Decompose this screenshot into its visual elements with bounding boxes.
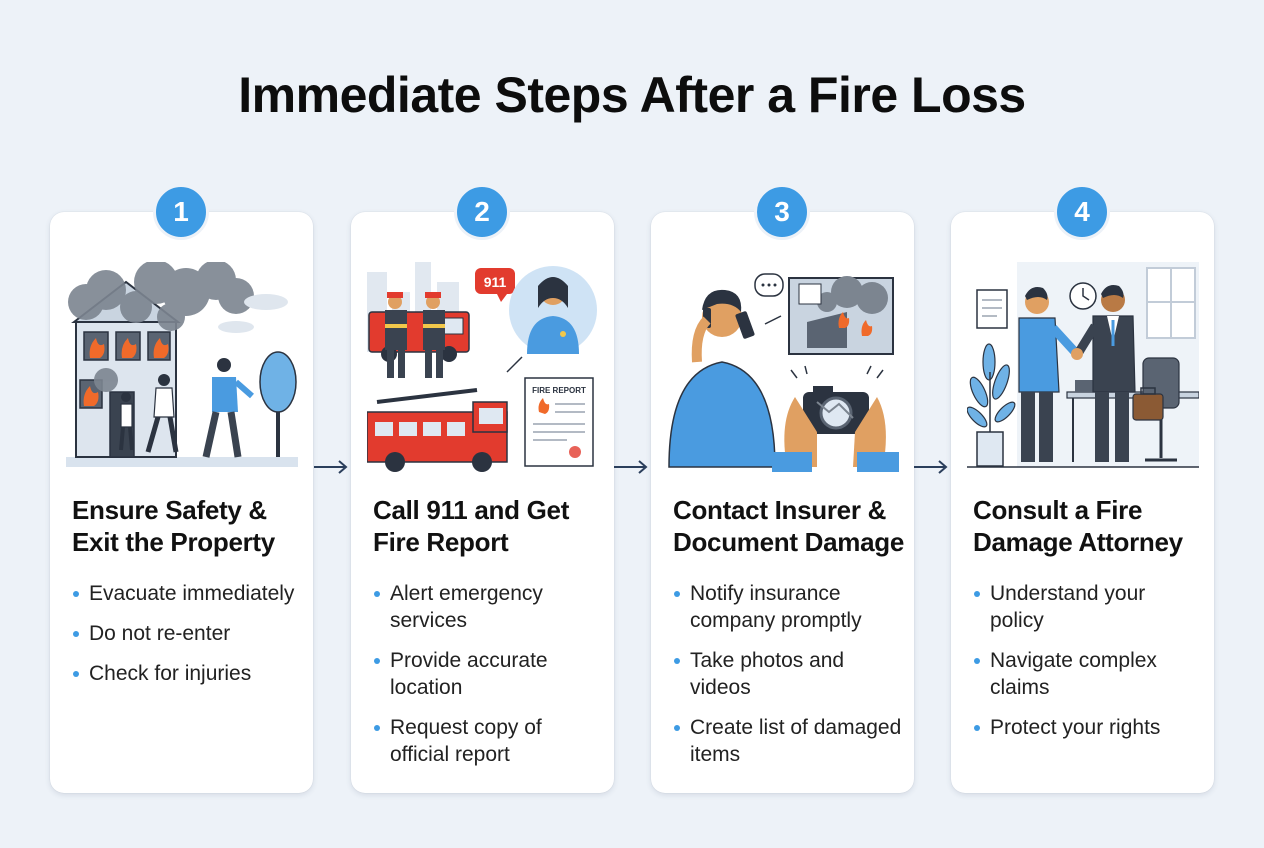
step-card-4: Consult a Fire Damage Attorney Understan… (951, 212, 1214, 793)
fire-report-label: FIRE REPORT (532, 386, 586, 395)
step-1-number-badge: 1 (153, 184, 209, 240)
arrow-right-icon (614, 460, 648, 474)
emergency-call-illustration: 911 FIRE REPORT (367, 262, 597, 472)
step-4-number-badge: 4 (1054, 184, 1110, 240)
step-card-3: Contact Insurer & Document Damage Notify… (651, 212, 914, 793)
step-2-title-line2: Fire Report (373, 527, 509, 557)
step-card-2: 911 FIRE REPORT Call 911 and Get Fire Re… (351, 212, 614, 793)
step-4-title: Consult a Fire Damage Attorney (973, 494, 1213, 558)
step-3-number-badge: 3 (754, 184, 810, 240)
step-1-title-line1: Ensure Safety & (72, 495, 267, 525)
step-1-bullets: Evacuate immediately Do not re-enter Che… (72, 580, 302, 700)
arrow-right-icon (914, 460, 948, 474)
list-item: Take photos and videos (673, 647, 903, 701)
list-item: Check for injuries (72, 660, 302, 687)
step-4-title-line1: Consult a Fire (973, 495, 1143, 525)
step-2-bullets: Alert emergency services Provide accurat… (373, 580, 603, 781)
attorney-consultation-illustration (967, 262, 1199, 468)
list-item: Protect your rights (973, 714, 1203, 741)
step-1-title: Ensure Safety & Exit the Property (72, 494, 312, 558)
list-item: Alert emergency services (373, 580, 603, 634)
911-bubble-text: 911 (484, 274, 507, 290)
page-title: Immediate Steps After a Fire Loss (238, 67, 1026, 123)
list-item: Create list of damaged items (673, 714, 903, 768)
step-2-title: Call 911 and Get Fire Report (373, 494, 613, 558)
step-3-title-line2: Document Damage (673, 527, 904, 557)
list-item: Provide accurate location (373, 647, 603, 701)
list-item: Do not re-enter (72, 620, 302, 647)
list-item: Evacuate immediately (72, 580, 302, 607)
arrow-right-icon (314, 460, 348, 474)
list-item: Navigate complex claims (973, 647, 1203, 701)
step-4-bullets: Understand your policy Navigate complex … (973, 580, 1203, 754)
list-item: Notify insurance company promptly (673, 580, 903, 634)
step-4-title-line2: Damage Attorney (973, 527, 1183, 557)
step-1-title-line2: Exit the Property (72, 527, 275, 557)
step-card-1: Ensure Safety & Exit the Property Evacua… (50, 212, 313, 793)
step-2-title-line1: Call 911 and Get (373, 495, 570, 525)
list-item: Understand your policy (973, 580, 1203, 634)
insurer-documentation-illustration (668, 273, 899, 472)
step-2-number-badge: 2 (454, 184, 510, 240)
evacuation-illustration (66, 262, 298, 467)
step-3-title: Contact Insurer & Document Damage (673, 494, 913, 558)
list-item: Request copy of official report (373, 714, 603, 768)
step-3-title-line1: Contact Insurer & (673, 495, 887, 525)
step-3-bullets: Notify insurance company promptly Take p… (673, 580, 903, 781)
